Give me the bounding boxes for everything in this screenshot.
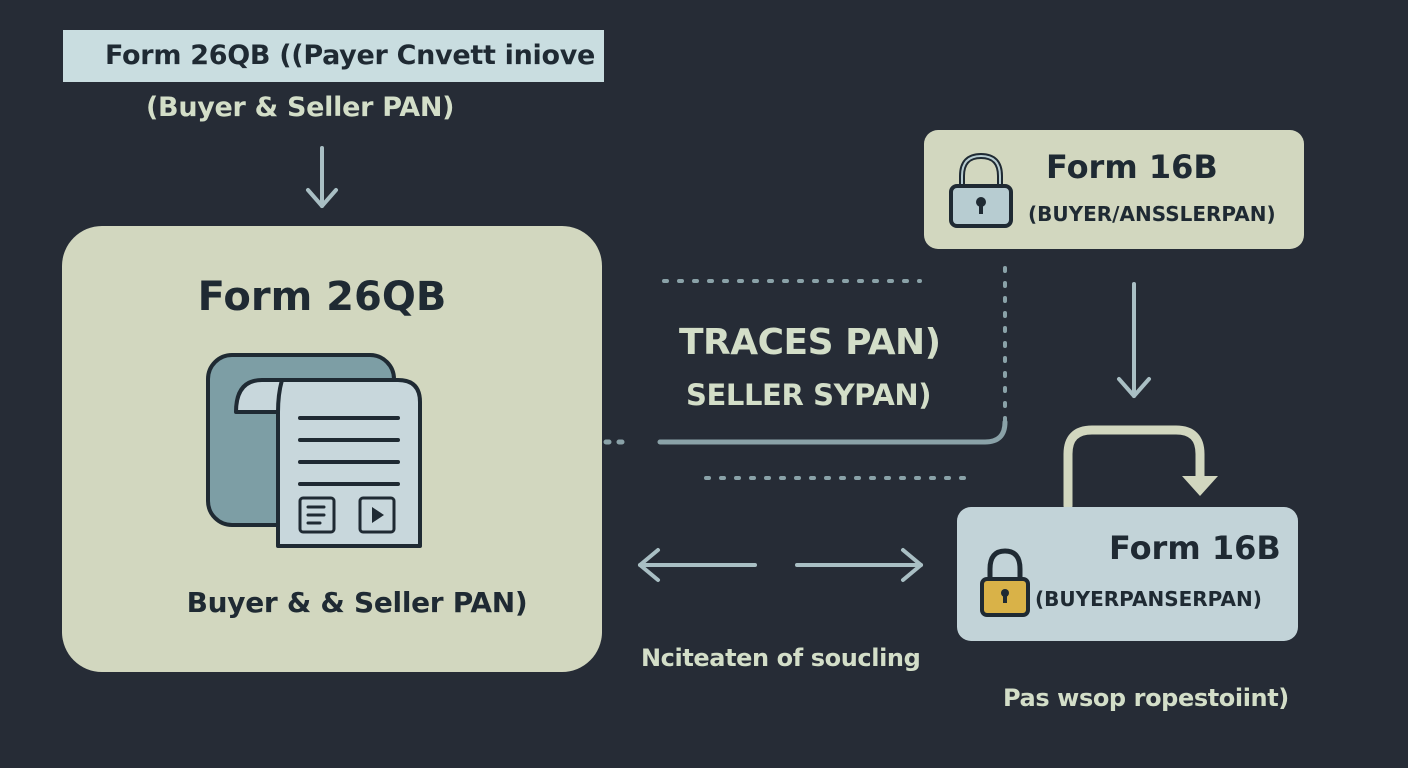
traces-subtitle: SELLER SYPAN): [686, 378, 932, 412]
note-left: Nciteaten of soucling: [641, 644, 921, 672]
form-16b-top-subtitle: (BUYER/ANSSLERPAN): [1028, 202, 1276, 226]
lock-icon: [980, 548, 1030, 617]
arrow-down-left: [306, 146, 338, 208]
form-16b-card-top: Form 16B (BUYER/ANSSLERPAN): [924, 130, 1304, 249]
loop-arrow: [1063, 425, 1205, 511]
form-26qb-card: Form 26QB Buyer & & Seller PAN): [62, 226, 602, 672]
traces-title: TRACES PAN): [679, 322, 941, 363]
form-16b-top-title: Form 16B: [1046, 148, 1218, 186]
form-26qb-title: Form 26QB: [197, 274, 447, 320]
note-right: Pas wsop ropestoiint): [1003, 684, 1289, 712]
arrow-right: [795, 548, 923, 582]
arrow-left: [638, 548, 757, 582]
document-icon: [206, 353, 422, 548]
top-banner: Form 26QB ((Payer Cnvett iniove: [63, 30, 604, 82]
form-16b-bottom-title: Form 16B: [1109, 529, 1281, 567]
top-subtitle: (Buyer & Seller PAN): [146, 92, 455, 123]
solid-connector: [657, 419, 1008, 445]
loop-arrow-head: [1182, 476, 1218, 496]
form-16b-card-bottom: Form 16B (BUYERPANSERPAN): [957, 507, 1298, 641]
lock-icon: [949, 152, 1013, 228]
arrow-down-right: [1117, 282, 1151, 398]
form-16b-bottom-subtitle: (BUYERPANSERPAN): [1035, 587, 1262, 611]
form-26qb-subtitle: Buyer & & Seller PAN): [186, 586, 528, 619]
